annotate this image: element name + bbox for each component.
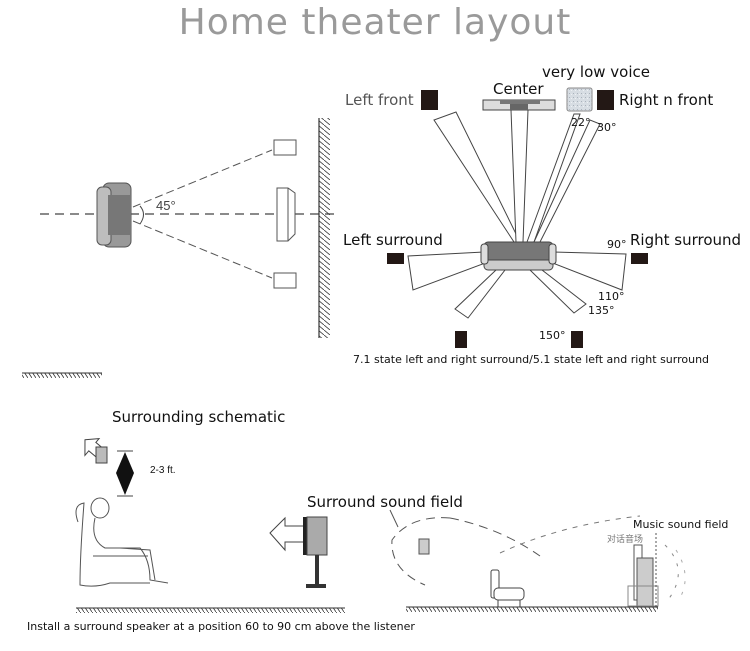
speaker-right-front <box>597 90 614 110</box>
side-view-caption: Install a surround speaker at a position… <box>27 620 415 633</box>
sofa-icon <box>96 182 132 248</box>
height-label: 2-3 ft. <box>150 465 176 476</box>
label-right-surround: Right surround <box>630 231 742 249</box>
angle-150: 150° <box>539 329 566 342</box>
tv-icon <box>276 187 296 242</box>
top-view-diagram <box>40 118 335 338</box>
speaker-left-surround <box>387 253 404 264</box>
wedge-left-back <box>454 269 507 319</box>
speaker-center <box>482 99 556 111</box>
subwoofer <box>566 87 593 112</box>
wedge-left-front <box>433 111 521 243</box>
wedge-left-surround <box>407 251 489 291</box>
angle-110: 110° <box>598 290 625 303</box>
speaker-icon <box>418 538 430 555</box>
person-in-chair-icon <box>75 497 169 587</box>
wedge-right-back <box>528 269 587 314</box>
angle-label-45: 45° <box>156 198 176 213</box>
speaker-bottom <box>273 272 297 289</box>
label-left-front: Left front <box>345 91 414 109</box>
sofa-icon <box>480 241 557 271</box>
music-sound-field-label: Music sound field <box>633 518 729 531</box>
tower-speaker-icon <box>627 544 659 607</box>
wedge-right-surround <box>549 251 627 291</box>
angle-135: 135° <box>588 304 615 317</box>
page-title: Home theater layout <box>178 2 572 43</box>
angle-22: 22° <box>571 116 591 129</box>
wedge-center <box>510 109 529 243</box>
surround-speaker-icon <box>306 516 328 556</box>
label-right-front: Right n front <box>619 91 714 109</box>
label-center: Center <box>493 80 544 98</box>
angle-90: 90° <box>607 238 627 251</box>
label-left-surround: Left surround <box>343 231 443 249</box>
wall-hatch <box>319 118 330 338</box>
speaker-layout-diagram <box>387 87 648 348</box>
chair-icon <box>490 569 525 607</box>
speaker-top <box>273 139 297 156</box>
height-indicator <box>116 452 134 495</box>
speaker-right-surround <box>631 253 648 264</box>
side-view-diagram <box>75 437 345 613</box>
label-very-low-voice: very low voice <box>542 63 650 81</box>
speaker-layout-caption: 7.1 state left and right surround/5.1 st… <box>353 353 710 366</box>
dialog-sound-field-label: 对话音场 <box>607 534 644 544</box>
surround-sound-field-title: Surround sound field <box>307 493 463 511</box>
speaker-left-back <box>455 331 467 348</box>
surrounding-schematic-title: Surrounding schematic <box>112 408 286 426</box>
angle-30: 30° <box>597 121 617 134</box>
arrow-icon <box>269 516 305 552</box>
speaker-right-back <box>571 331 583 348</box>
sound-field-diagram <box>389 509 686 612</box>
speaker-left-front <box>421 90 438 110</box>
